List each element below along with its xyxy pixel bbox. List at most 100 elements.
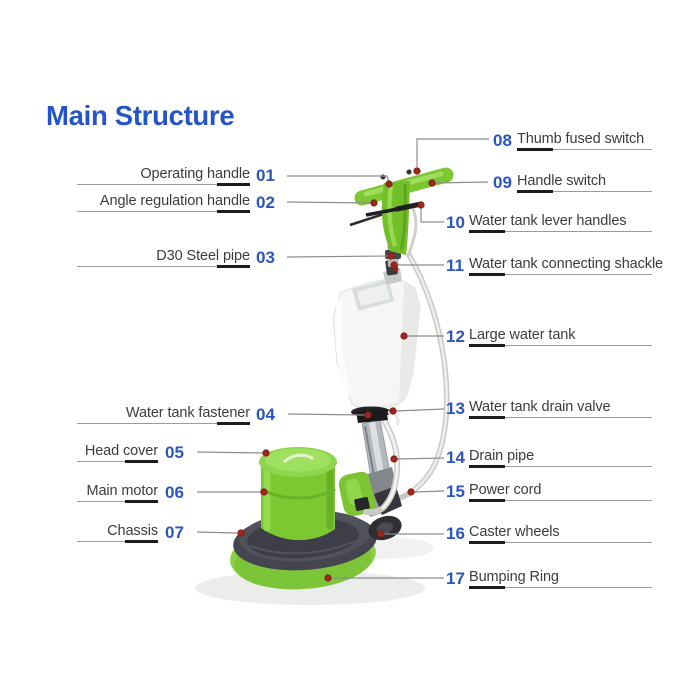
anchor-dot-02 <box>370 199 378 207</box>
label-underline-13 <box>469 417 652 418</box>
anchor-dot-08 <box>413 167 421 175</box>
anchor-dot-11 <box>390 261 398 269</box>
leader-line-04 <box>287 413 366 416</box>
leader-line-08 <box>416 138 489 167</box>
label-underline-accent-04 <box>217 422 250 425</box>
part-number-06: 06 <box>165 483 184 502</box>
anchor-dot-09 <box>428 179 436 187</box>
part-label-02: Angle regulation handle <box>99 193 250 209</box>
part-label-09: Handle switch <box>517 173 606 189</box>
anchor-dot-06 <box>260 488 268 496</box>
anchor-dot-17 <box>324 574 332 582</box>
leader-line-03 <box>286 255 389 258</box>
part-label-04: Water tank fastener <box>125 405 250 421</box>
label-underline-accent-10 <box>469 230 505 233</box>
label-underline-accent-05 <box>125 460 158 463</box>
label-underline-14 <box>469 466 652 467</box>
label-underline-03 <box>77 266 250 267</box>
label-underline-accent-16 <box>469 541 505 544</box>
label-underline-accent-17 <box>469 586 505 589</box>
label-underline-17 <box>469 587 652 588</box>
part-number-07: 07 <box>165 523 184 542</box>
part-number-13: 13 <box>446 399 465 418</box>
operating-handle <box>349 167 454 255</box>
label-underline-02 <box>77 211 250 212</box>
leader-line-14 <box>396 457 445 460</box>
part-number-11: 11 <box>446 256 464 275</box>
anchor-dot-16 <box>377 530 385 538</box>
anchor-dot-15 <box>407 488 415 496</box>
anchor-dot-10 <box>417 201 425 209</box>
anchor-dot-13 <box>389 407 397 415</box>
leader-line-09 <box>434 181 489 184</box>
anchor-dot-07 <box>237 529 245 537</box>
label-underline-08 <box>517 149 652 150</box>
main-motor <box>260 462 336 541</box>
label-underline-accent-07 <box>125 540 158 543</box>
part-number-03: 03 <box>256 248 275 267</box>
label-underline-accent-12 <box>469 344 505 347</box>
label-underline-accent-06 <box>125 500 158 503</box>
head-cover <box>259 447 337 477</box>
part-label-15: Power cord <box>469 482 542 498</box>
anchor-dot-14 <box>390 455 398 463</box>
anchor-dot-05 <box>262 449 270 457</box>
part-label-05: Head cover <box>84 443 158 459</box>
label-underline-04 <box>77 423 250 424</box>
part-number-17: 17 <box>446 569 465 588</box>
label-underline-accent-02 <box>217 210 250 213</box>
part-label-10: Water tank lever handles <box>469 213 627 229</box>
label-underline-12 <box>469 345 652 346</box>
label-underline-10 <box>469 231 652 232</box>
part-number-10: 10 <box>446 213 465 232</box>
label-underline-09 <box>517 191 652 192</box>
label-underline-15 <box>469 500 652 501</box>
part-number-14: 14 <box>446 448 465 467</box>
page-title: Main Structure <box>46 100 235 131</box>
label-underline-11 <box>469 274 652 275</box>
part-label-16: Caster wheels <box>469 524 560 540</box>
label-underline-05 <box>77 461 158 462</box>
drain-pipe <box>363 411 401 516</box>
part-number-16: 16 <box>446 524 465 543</box>
label-underline-accent-08 <box>517 148 553 151</box>
part-label-06: Main motor <box>86 483 158 499</box>
anchor-dot-04 <box>364 411 372 419</box>
part-label-07: Chassis <box>107 523 158 539</box>
large-water-tank <box>332 268 421 416</box>
leader-line-05 <box>196 451 264 454</box>
part-number-09: 09 <box>493 173 512 192</box>
part-label-14: Drain pipe <box>469 448 535 464</box>
part-number-02: 02 <box>256 193 275 212</box>
part-label-13: Water tank drain valve <box>469 399 611 415</box>
label-underline-accent-09 <box>517 190 553 193</box>
part-label-11: Water tank connecting shackle <box>469 256 664 272</box>
part-label-17: Bumping Ring <box>469 569 559 585</box>
leader-line-01 <box>287 175 390 183</box>
anchor-dot-03 <box>387 252 395 260</box>
label-underline-06 <box>77 501 158 502</box>
leader-line-02 <box>286 201 372 204</box>
label-underline-accent-13 <box>469 416 505 419</box>
part-label-03: D30 Steel pipe <box>156 248 250 264</box>
part-number-12: 12 <box>446 327 465 346</box>
label-underline-accent-14 <box>469 465 505 468</box>
leader-line-10 <box>420 208 444 223</box>
leader-line-13 <box>395 408 445 412</box>
label-underline-01 <box>77 184 250 185</box>
part-label-12: Large water tank <box>469 327 576 343</box>
label-underline-accent-03 <box>217 265 250 268</box>
power-cord <box>377 205 450 504</box>
label-underline-accent-01 <box>217 183 250 186</box>
anchor-dot-01 <box>385 180 393 188</box>
label-underline-16 <box>469 542 652 543</box>
part-number-01: 01 <box>256 166 275 185</box>
deck-mount <box>338 471 377 517</box>
leader-line-15 <box>413 490 445 493</box>
part-number-04: 04 <box>256 405 275 424</box>
leader-line-07 <box>196 531 239 534</box>
label-underline-07 <box>77 541 158 542</box>
